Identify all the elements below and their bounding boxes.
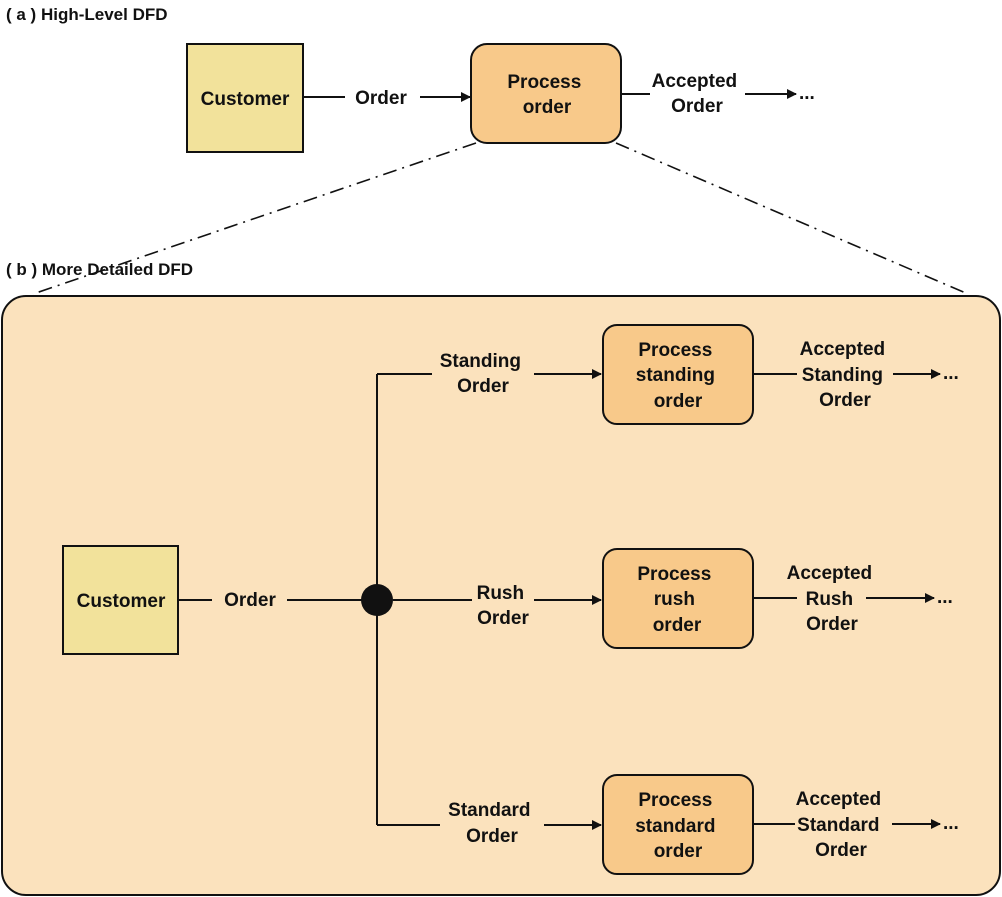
ellipsis-standard: ... <box>943 813 959 834</box>
detailed-panel <box>1 295 1001 896</box>
ellipsis-high-level: ... <box>799 83 815 104</box>
process-standing-line-2: standing <box>636 365 715 386</box>
standing-order-label: Standing Order <box>440 351 527 397</box>
rush-order-line-1: Rush <box>477 583 525 604</box>
process-standing-line-1: Process <box>638 340 712 361</box>
accepted-standing-line-2: Standing <box>802 365 883 386</box>
process-order-label: Process order <box>507 72 586 118</box>
accepted-order-label-high-level: Accepted Order <box>652 71 743 117</box>
split-junction <box>361 584 393 616</box>
accepted-standing-label: Accepted Standing Order <box>800 339 891 411</box>
accepted-standing-line-1: Accepted <box>800 339 886 360</box>
accepted-line-2: Order <box>671 96 723 117</box>
accepted-rush-label: Accepted Rush Order <box>787 563 878 635</box>
process-rush-line-3: order <box>653 615 702 636</box>
process-standard-line-3: order <box>654 841 703 862</box>
standing-order-line-1: Standing <box>440 351 521 372</box>
accepted-rush-line-3: Order <box>806 614 858 635</box>
rush-order-line-2: Order <box>477 608 529 629</box>
zoom-line-right <box>615 142 969 295</box>
section-b-label: ( b ) More Detailed DFD <box>6 260 193 279</box>
standard-order-line-2: Order <box>466 826 518 847</box>
process-order-line-2: order <box>523 97 572 118</box>
rush-order-label: Rush Order <box>477 583 530 629</box>
customer-label-detailed: Customer <box>77 591 166 612</box>
standard-order-line-1: Standard <box>448 800 530 821</box>
process-rush-line-1: Process <box>637 564 711 585</box>
accepted-standard-label: Accepted Standard Order <box>796 789 887 861</box>
accepted-rush-line-2: Rush <box>806 589 854 610</box>
process-standard-label: Process standard order <box>635 790 721 862</box>
process-standing-line-3: order <box>654 391 703 412</box>
accepted-standing-line-3: Order <box>819 390 871 411</box>
ellipsis-standing: ... <box>943 363 959 384</box>
ellipsis-rush: ... <box>937 587 953 608</box>
process-order-box <box>470 43 622 144</box>
standard-order-label: Standard Order <box>448 800 536 847</box>
section-a-label: ( a ) High-Level DFD <box>6 5 168 24</box>
process-standard-line-1: Process <box>638 790 712 811</box>
order-flow-label-detailed: Order <box>224 590 276 611</box>
customer-label-high-level: Customer <box>201 89 290 110</box>
order-flow-label-high-level: Order <box>355 88 407 109</box>
accepted-line-1: Accepted <box>652 71 738 92</box>
process-order-line-1: Process <box>507 72 581 93</box>
accepted-standard-line-2: Standard <box>797 815 879 836</box>
customer-entity-detailed <box>62 545 179 655</box>
process-standing-label: Process standing order <box>636 340 720 412</box>
standing-order-line-2: Order <box>457 376 509 397</box>
process-rush-label: Process rush order <box>637 564 716 636</box>
accepted-standard-line-3: Order <box>815 840 867 861</box>
customer-entity-high-level <box>186 43 304 153</box>
zoom-line-left <box>32 142 477 295</box>
process-standard-line-2: standard <box>635 816 715 837</box>
process-rush-line-2: rush <box>654 589 695 610</box>
accepted-standard-line-1: Accepted <box>796 789 882 810</box>
accepted-rush-line-1: Accepted <box>787 563 873 584</box>
